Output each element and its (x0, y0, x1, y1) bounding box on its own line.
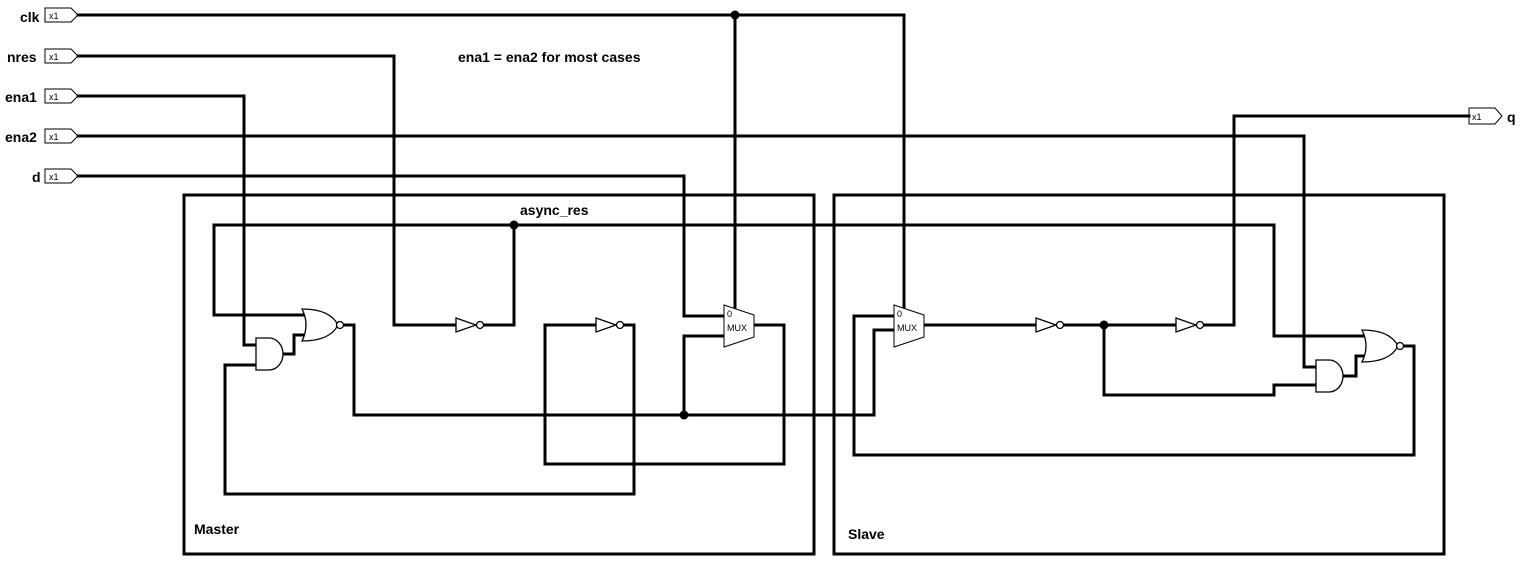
q-label: q (1507, 109, 1516, 125)
nres-input-pin: nres x1 (7, 48, 79, 65)
wire-slave-feedback-and (1102, 323, 1318, 397)
slave-mux: 0 MUX (893, 304, 925, 348)
q-output-pin: x1 q (1468, 107, 1516, 125)
master-mux: 0 MUX (723, 304, 755, 348)
d-input-pin: d x1 (32, 168, 79, 185)
junction-async-res (509, 220, 519, 230)
slave-and-gate (1315, 359, 1344, 393)
wire-nres-inverter-out (482, 223, 516, 327)
clk-input-pin: clk x1 (20, 7, 79, 25)
ena2-label: ena2 (5, 129, 37, 145)
wire-ena2 (76, 134, 1318, 369)
q-tag: x1 (1472, 112, 1482, 122)
slave-block-label: Slave (848, 526, 885, 542)
slave-inverter-1 (1035, 317, 1065, 333)
junctions (509, 10, 1109, 420)
junction-slave-mid (1099, 320, 1109, 330)
wire-async-res-slave (512, 223, 1368, 338)
slave-nor-gate (1360, 329, 1405, 363)
wire-clk (76, 13, 906, 312)
wire-async-res-master (212, 223, 516, 317)
nres-label: nres (7, 49, 37, 65)
master-and-gate (255, 337, 284, 371)
slave-mux-label: MUX (897, 323, 917, 333)
master-mux-label: MUX (727, 323, 747, 333)
master-block-label: Master (194, 521, 240, 537)
junction-master-out (679, 410, 689, 420)
note-text: ena1 = ena2 for most cases (458, 49, 641, 65)
async-res-net-label: async_res (520, 202, 589, 218)
ena1-tag: x1 (49, 92, 59, 102)
junction-clk (730, 10, 740, 20)
slave-mux-zero: 0 (897, 309, 902, 319)
wires (76, 13, 1471, 496)
ena1-input-pin: ena1 x1 (5, 88, 79, 105)
master-nor-gate (300, 308, 345, 342)
slave-inverter-2 (1175, 317, 1205, 333)
clk-label: clk (20, 9, 40, 25)
wire-slave-nor-feedback (852, 314, 1416, 457)
wire-slave-inv2-out (1202, 114, 1471, 327)
wire-master-mux-in1 (682, 334, 726, 417)
ena1-label: ena1 (5, 89, 37, 105)
nres-inverter (455, 317, 485, 333)
d-tag: x1 (49, 172, 59, 182)
wire-d (76, 174, 726, 318)
wire-master-nor-out (342, 323, 898, 417)
wire-master-feedback (223, 323, 636, 496)
wire-nres (76, 54, 458, 327)
ena2-tag: x1 (49, 132, 59, 142)
master-mux-zero: 0 (727, 309, 732, 319)
wire-master-mux-out (543, 323, 786, 466)
d-label: d (32, 169, 41, 185)
slave-block (832, 193, 1446, 556)
master-block (182, 193, 816, 556)
nres-tag: x1 (49, 52, 59, 62)
clk-tag: x1 (49, 11, 59, 21)
wire-slave-and-to-nor (1342, 354, 1368, 378)
ena2-input-pin: ena2 x1 (5, 128, 79, 145)
wire-ena1 (76, 94, 258, 347)
master-feedback-inverter (595, 317, 625, 333)
wire-master-and-to-nor (281, 333, 308, 356)
